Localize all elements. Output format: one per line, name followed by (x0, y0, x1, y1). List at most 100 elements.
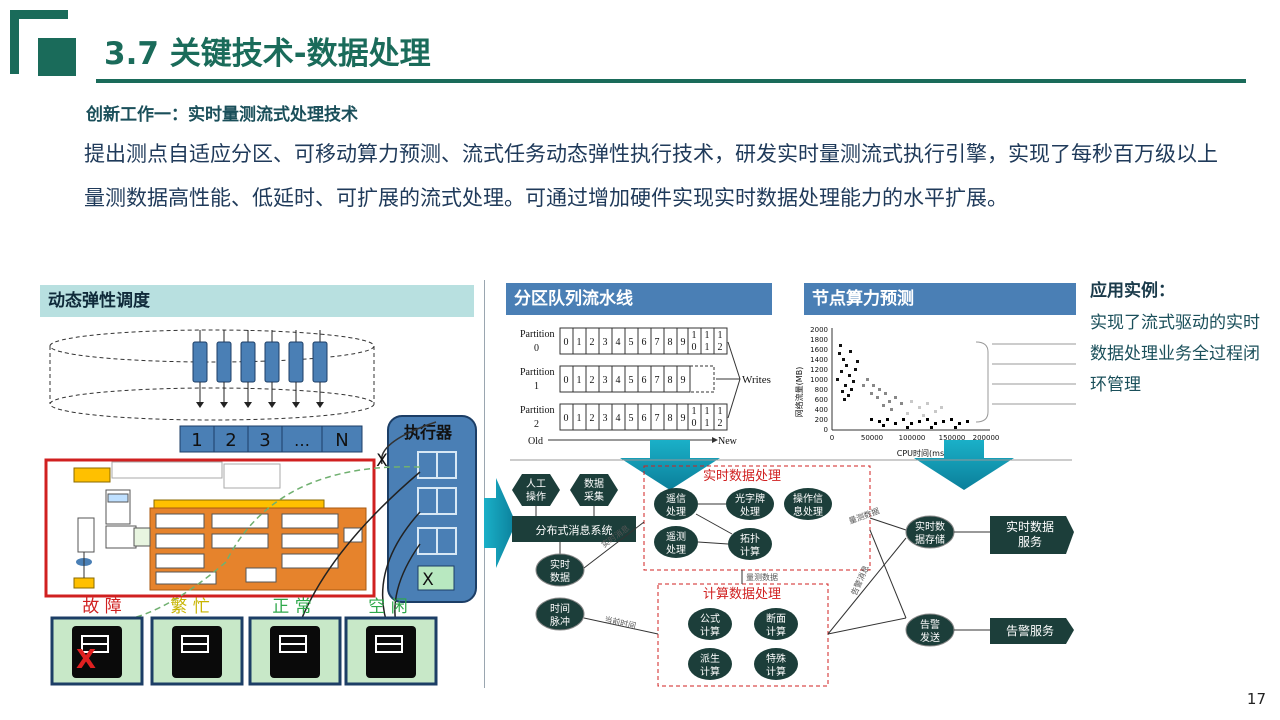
svg-text:发送: 发送 (920, 631, 940, 644)
svg-text:操作信: 操作信 (793, 492, 823, 505)
status-label: 繁 忙 (170, 597, 209, 617)
queue-cell: … (294, 431, 310, 450)
cell: 1 (692, 406, 697, 417)
new-label: New (718, 436, 738, 447)
scatter-ylabel: 网络流量(MB) (794, 367, 804, 418)
cell: 1 (718, 330, 723, 341)
server-busy (150, 616, 244, 686)
svg-text:操作: 操作 (526, 490, 546, 503)
alarm-service-label: 告警服务 (1006, 623, 1054, 638)
cell: 0 (564, 413, 569, 424)
cell: 1 (705, 330, 710, 341)
svg-text:处理: 处理 (740, 506, 760, 518)
server-normal (248, 616, 342, 686)
svg-text:实时数据: 实时数据 (1006, 519, 1054, 534)
scatter-dark-cluster (836, 344, 859, 401)
scatter-xlabel: CPU时间(ms) (897, 448, 947, 458)
executor-label: 执行器 (404, 423, 453, 442)
node-input: 数据 (584, 477, 604, 490)
svg-text:2000: 2000 (810, 326, 828, 334)
cell: 9 (681, 413, 686, 424)
section-subtitle: 创新工作一：实时量测流式处理技术 (86, 105, 358, 125)
svg-text:公式: 公式 (700, 612, 720, 625)
svg-text:1200: 1200 (810, 366, 828, 374)
svg-text:计算: 计算 (740, 545, 760, 558)
cell: 1 (577, 337, 582, 348)
node-power-chart: 网络流量(MB) 2000 1800 1600 1400 1200 1000 8… (794, 326, 1076, 458)
logo-square (38, 38, 76, 76)
cell: 1 (705, 342, 710, 353)
application-title: 应用实例： (1090, 281, 1175, 301)
svg-text:0: 0 (824, 426, 828, 434)
realtime-box-title: 实时数据处理 (703, 469, 781, 484)
svg-text:遥信: 遥信 (666, 492, 686, 505)
edge-label: 告警消息 (849, 564, 871, 597)
cell: 1 (692, 330, 697, 341)
partition-index: 0 (534, 343, 539, 354)
cell: 6 (642, 337, 647, 348)
svg-text:脉冲: 脉冲 (550, 615, 570, 628)
cell: 4 (616, 337, 621, 348)
svg-text:0: 0 (830, 434, 834, 442)
cell: 5 (629, 413, 634, 424)
svg-text:特殊: 特殊 (766, 652, 786, 665)
cell: 4 (616, 375, 621, 386)
svg-text:据存储: 据存储 (915, 533, 945, 546)
cell: 2 (718, 342, 723, 353)
cell: 2 (590, 337, 595, 348)
partition-label: Partition (520, 329, 554, 340)
svg-text:息处理: 息处理 (793, 505, 823, 518)
svg-text:计算: 计算 (766, 625, 786, 638)
calc-processing-box (657, 583, 829, 687)
application-body: 实现了流式驱动的实时数据处理业务全过程闭环管理 (1090, 313, 1260, 395)
arrow-down-icon (914, 440, 1014, 490)
queue-cell: 1 (191, 430, 202, 451)
cell: 9 (681, 337, 686, 348)
cell: 6 (642, 413, 647, 424)
panel-title-partition: 分区队列流水线 (506, 283, 772, 315)
svg-text:150000: 150000 (939, 434, 966, 442)
svg-text:遥测: 遥测 (666, 530, 686, 543)
cell: 1 (577, 375, 582, 386)
server-failed: X (50, 616, 144, 686)
scatter-gray-cluster (862, 378, 903, 411)
cell: 2 (718, 418, 723, 429)
elastic-scheduling-diagram: 1 2 3 … N 执行器 X X 故 障 繁 忙 正 常 空 闲 (44, 329, 477, 686)
svg-text:600: 600 (815, 396, 828, 404)
cell: 8 (668, 337, 673, 348)
svg-text:1000: 1000 (810, 376, 828, 384)
realtime-processing-box (643, 465, 871, 571)
fail-mark: X (76, 645, 96, 675)
svg-text:采集: 采集 (584, 490, 604, 503)
svg-text:400: 400 (815, 406, 828, 414)
node-store: 实时数 (915, 520, 945, 533)
calc-box-title: 计算数据处理 (703, 587, 781, 602)
formula-lines (975, 341, 1076, 423)
cell: 0 (564, 337, 569, 348)
status-label: 空 闲 (368, 597, 407, 617)
cell: 7 (655, 413, 660, 424)
svg-text:100000: 100000 (899, 434, 926, 442)
alarm-service (990, 618, 1074, 644)
panel-divider (484, 280, 485, 688)
svg-text:计算: 计算 (766, 665, 786, 678)
svg-text:处理: 处理 (666, 506, 686, 518)
cell: 3 (603, 375, 608, 386)
svg-text:1400: 1400 (810, 356, 828, 364)
cell: 3 (603, 337, 608, 348)
svg-text:服务: 服务 (1018, 534, 1042, 549)
arrow-down-icon (620, 440, 720, 490)
status-label: 故 障 (82, 597, 121, 617)
logo-frame (10, 10, 68, 74)
svg-text:1800: 1800 (810, 336, 828, 344)
scatter-xticks: 0 50000 100000 150000 200000 (830, 434, 1000, 442)
message-bus-label: 分布式消息系统 (536, 523, 613, 537)
svg-text:200000: 200000 (973, 434, 1000, 442)
scatter-bottom-band (870, 418, 969, 429)
cell: 8 (668, 375, 673, 386)
cell: 2 (590, 375, 595, 386)
panel-title-elastic: 动态弹性调度 (40, 285, 474, 317)
svg-text:计算: 计算 (700, 625, 720, 638)
svg-text:断面: 断面 (766, 612, 786, 625)
node-input: 人工 (526, 478, 546, 490)
